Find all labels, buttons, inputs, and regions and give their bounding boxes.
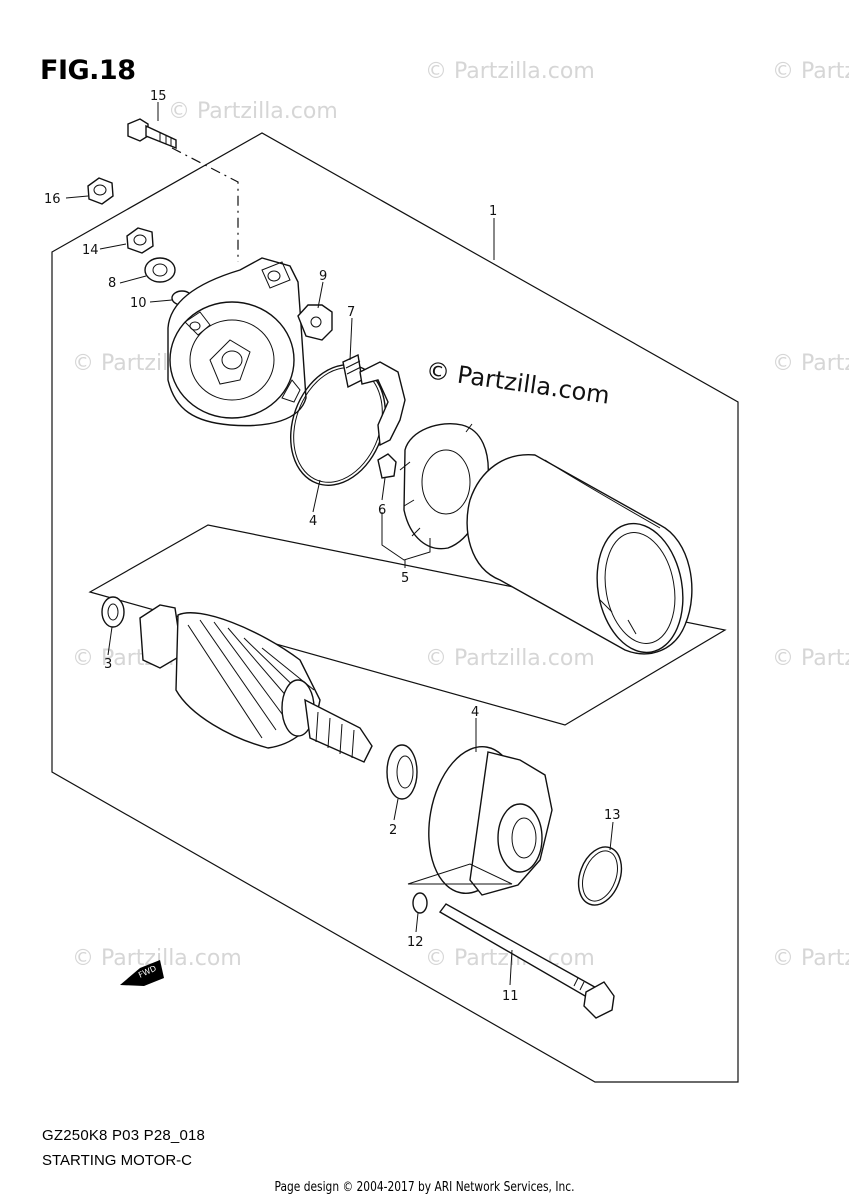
callouts: 15 16 14 8 10 9 7 1 4 6 5 3 4 2 13 12 11 xyxy=(44,89,621,1004)
oring-part-13[interactable] xyxy=(571,841,629,911)
subassembly-frame xyxy=(88,524,727,726)
bracket-line xyxy=(381,512,431,561)
rear-cover-housing[interactable] xyxy=(167,257,307,427)
brush-part-6[interactable] xyxy=(377,453,397,479)
watermark-text: © Partzilla.com xyxy=(772,351,849,376)
callout-1: 1 xyxy=(489,204,497,219)
washer-part-8[interactable] xyxy=(144,257,176,283)
watermark-text: © Partzilla.com xyxy=(425,59,595,84)
bolt-part-11[interactable] xyxy=(438,903,615,1019)
callout-13: 13 xyxy=(604,808,621,823)
leader-lines xyxy=(65,102,614,986)
callout-8: 8 xyxy=(108,276,116,291)
callout-7: 7 xyxy=(347,305,355,320)
watermark-text: © Partzilla.com xyxy=(772,646,849,671)
forward-arrow-icon: FWD xyxy=(120,960,164,986)
armature[interactable] xyxy=(139,604,373,763)
callout-9: 9 xyxy=(319,269,327,284)
callout-10: 10 xyxy=(130,296,147,311)
callout-3: 3 xyxy=(104,657,112,672)
watermark-text: © Partzilla.com xyxy=(168,99,338,124)
oring-part-12[interactable] xyxy=(412,892,428,914)
callout-16: 16 xyxy=(44,192,61,207)
front-cover[interactable] xyxy=(407,739,553,900)
copyright-notice: Page design © 2004-2017 by ARI Network S… xyxy=(274,1180,575,1195)
washer-part-3[interactable] xyxy=(101,596,125,628)
nut-part-16[interactable] xyxy=(87,177,114,205)
callout-14: 14 xyxy=(82,243,99,258)
callout-11: 11 xyxy=(502,989,519,1004)
callout-5: 5 xyxy=(401,571,409,586)
terminal-part-7[interactable] xyxy=(342,353,406,447)
watermark-main: © Partzilla.com xyxy=(424,356,611,410)
bolt-part-15[interactable] xyxy=(127,118,177,150)
seal-part-2[interactable] xyxy=(386,744,418,800)
assembly-frame xyxy=(51,132,739,1083)
callout-6: 6 xyxy=(378,503,386,518)
nut-part-14[interactable] xyxy=(126,227,154,254)
assembly-name: STARTING MOTOR-C xyxy=(42,1152,192,1169)
bolt-centerline xyxy=(171,147,239,262)
watermark-text: © Partzilla.com xyxy=(772,59,849,84)
callout-15: 15 xyxy=(150,89,167,104)
model-code: GZ250K8 P03 P28_018 xyxy=(42,1127,206,1144)
clip-part-9[interactable] xyxy=(297,304,333,341)
figure-title: FIG.18 xyxy=(40,55,136,86)
callout-4-lower: 4 xyxy=(471,705,479,720)
watermark-text: © Partzilla.com xyxy=(772,946,849,971)
watermark-text: © Partzilla.com xyxy=(425,646,595,671)
callout-2: 2 xyxy=(389,823,397,838)
callout-12: 12 xyxy=(407,935,424,950)
yoke-housing[interactable] xyxy=(466,454,693,660)
callout-4-upper: 4 xyxy=(309,514,317,529)
